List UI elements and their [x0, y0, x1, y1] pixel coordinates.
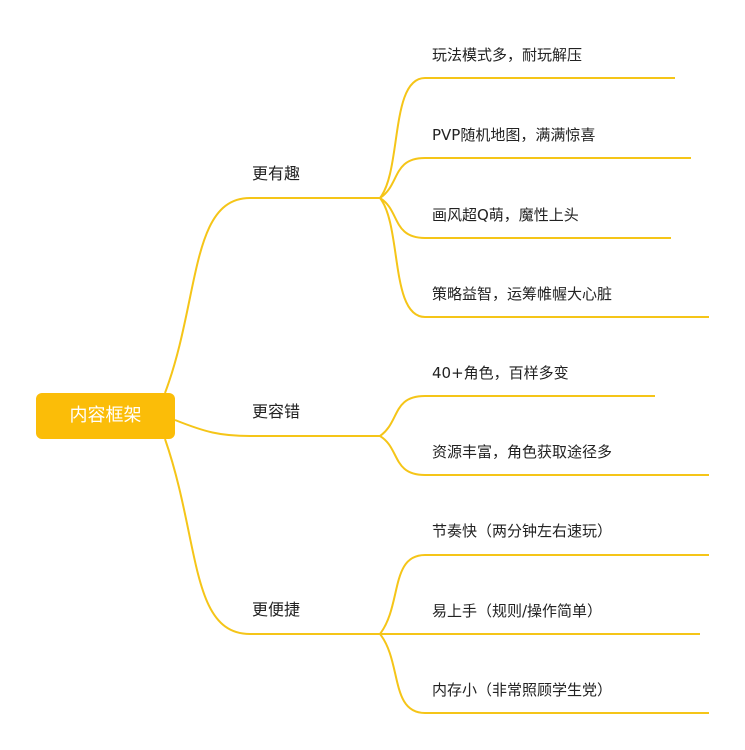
leaf-node[interactable]: 易上手（规则/操作简单） — [432, 602, 603, 620]
leaf-node[interactable]: PVP随机地图，满满惊喜 — [432, 126, 596, 144]
leaf-node[interactable]: 资源丰富，角色获取途径多 — [432, 443, 613, 461]
connector-leaf-1-1 — [379, 77, 426, 199]
connector-root-branch-3 — [164, 438, 251, 635]
leaf-node[interactable]: 画风超Q萌，魔性上头 — [432, 206, 579, 224]
connector-leaf-1-4 — [379, 197, 426, 318]
branch-node[interactable]: 更便捷 — [252, 600, 301, 619]
connector-leaf-3-1 — [379, 554, 426, 635]
branch-node[interactable]: 更有趣 — [252, 164, 301, 183]
leaf-node[interactable]: 内存小（非常照顾学生党） — [432, 681, 613, 699]
leaf-node[interactable]: 40+角色，百样多变 — [432, 364, 569, 382]
connector-root-branch-2 — [174, 419, 251, 437]
connector-leaf-1-2 — [379, 157, 426, 199]
leaf-node[interactable]: 玩法模式多，耐玩解压 — [432, 46, 583, 64]
leaf-node[interactable]: 节奏快（两分钟左右速玩） — [432, 522, 613, 540]
connector-root-branch-1 — [164, 197, 251, 394]
branch-node[interactable]: 更容错 — [252, 402, 301, 421]
root-node[interactable]: 内容框架 — [36, 393, 175, 439]
leaf-node[interactable]: 策略益智，运筹帷幄大心脏 — [432, 285, 613, 303]
connector-leaf-2-2 — [379, 435, 426, 476]
connector-leaf-3-3 — [379, 633, 426, 714]
connector-leaf-1-3 — [379, 197, 426, 239]
connector-leaf-2-1 — [379, 395, 426, 437]
